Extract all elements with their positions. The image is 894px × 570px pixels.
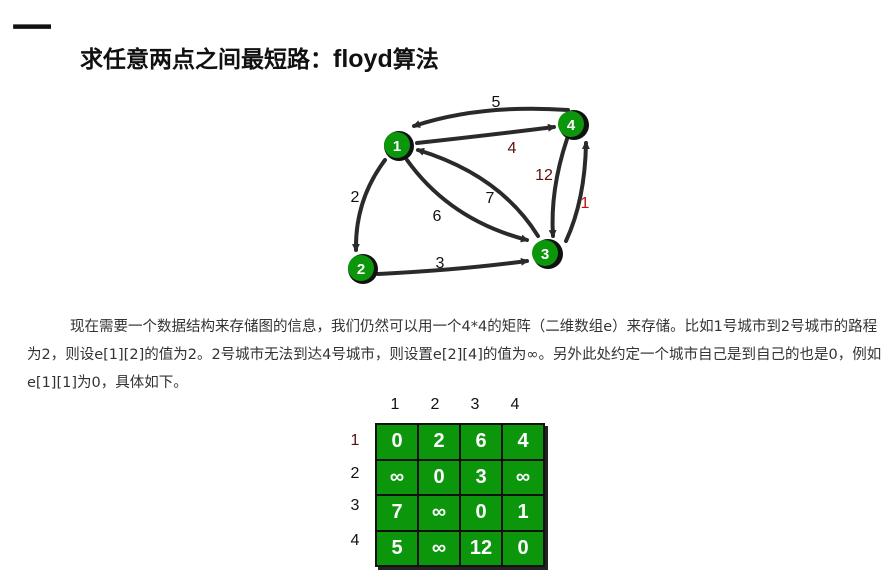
row-header: 3 (350, 497, 360, 514)
edge-weight: 3 (436, 255, 445, 272)
node-2: 2 (348, 254, 378, 284)
edge-4-3 (548, 137, 569, 238)
graph-diagram: 5 4 12 1 2 6 7 3 1 2 3 4 (348, 94, 590, 284)
title-cn2: 算法 (392, 47, 439, 73)
edge-weight: 7 (486, 190, 495, 207)
matrix-cell: 0 (503, 531, 543, 565)
row-header: 4 (350, 532, 360, 549)
title-cn: 求任意两点之间最短路： (80, 47, 333, 73)
matrix-grid: 0 2 6 4 ∞ 0 3 ∞ 7 ∞ 0 1 5 ∞ 12 0 (375, 423, 545, 567)
matrix-cell: 1 (503, 496, 543, 530)
edge-weight: 6 (433, 208, 442, 225)
edge-weight: 2 (351, 189, 360, 206)
matrix-cell: 7 (377, 496, 417, 530)
col-header: 1 (390, 396, 400, 413)
edge-1-2 (351, 158, 387, 252)
matrix-cell: 0 (419, 460, 459, 494)
col-header: 2 (430, 396, 440, 413)
svg-text:2: 2 (357, 261, 365, 278)
row-header: 2 (350, 465, 360, 482)
matrix-cell: ∞ (503, 460, 543, 494)
svg-text:1: 1 (393, 138, 401, 155)
edge-1-4 (415, 123, 556, 145)
matrix-cell: 4 (503, 425, 543, 459)
edge-weight: 4 (508, 140, 517, 157)
matrix-cell: 2 (419, 425, 459, 459)
page-title: 求任意两点之间最短路：floyd算法 (80, 44, 439, 75)
matrix-cell: ∞ (377, 460, 417, 494)
edge-weight: 5 (492, 94, 501, 111)
col-header: 4 (510, 396, 520, 413)
title-en: floyd (333, 45, 393, 73)
row-header: 1 (350, 432, 360, 449)
edge-1-3 (405, 158, 529, 243)
matrix-cell: 0 (461, 496, 501, 530)
edge-weight: 1 (581, 195, 590, 212)
matrix-cell: 3 (461, 460, 501, 494)
description-paragraph: 现在需要一个数据结构来存储图的信息，我们仍然可以用一个4*4的矩阵（二维数组e）… (27, 319, 882, 391)
node-4: 4 (558, 110, 589, 140)
matrix-cell: 6 (461, 425, 501, 459)
edge-3-1 (416, 147, 540, 238)
edge-4-1 (412, 106, 570, 128)
node-3: 3 (532, 239, 563, 269)
edge-2-3 (376, 257, 529, 276)
svg-text:3: 3 (541, 246, 549, 263)
col-header: 3 (470, 396, 480, 413)
node-1: 1 (384, 131, 414, 161)
matrix-cell: ∞ (419, 531, 459, 565)
edge-weight: 12 (535, 167, 553, 184)
edge-3-4 (564, 141, 590, 243)
matrix-cell: ∞ (419, 496, 459, 530)
svg-text:4: 4 (567, 117, 576, 134)
matrix-cell: 5 (377, 531, 417, 565)
matrix-cell: 12 (461, 531, 501, 565)
heading-mark: 一 (12, 6, 52, 52)
matrix-cell: 0 (377, 425, 417, 459)
